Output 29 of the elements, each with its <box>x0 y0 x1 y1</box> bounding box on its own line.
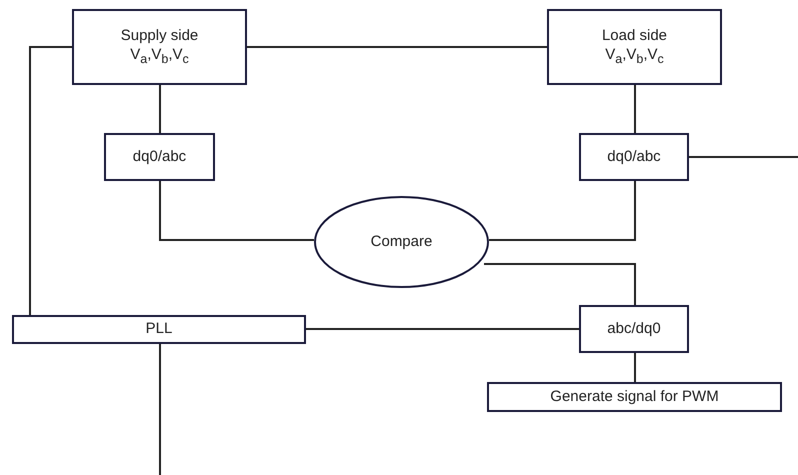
voltage-label: V$_{a}$,V$_{b}$,V$_{c}$ <box>605 46 664 68</box>
process-box <box>104 133 215 181</box>
node-label: dq0/abc <box>132 148 186 166</box>
process-box <box>12 315 306 344</box>
connector-line <box>489 181 636 241</box>
node-label: Supply side <box>120 26 198 46</box>
connector-line <box>29 46 72 315</box>
process-box <box>547 9 722 85</box>
connector-line <box>634 353 636 382</box>
voltage-label: V$_{a}$,V$_{b}$,V$_{c}$ <box>130 46 189 68</box>
node-label: PLL <box>146 320 172 339</box>
connector-line <box>689 156 798 158</box>
connector-line <box>634 85 636 133</box>
connector-line <box>159 85 161 133</box>
node-label: abc/dq0 <box>607 320 661 338</box>
connector-line <box>306 328 579 330</box>
connector-line <box>159 344 161 475</box>
node-label: Generate signal for PWM <box>550 388 719 406</box>
connector-line <box>159 181 314 241</box>
node-label: Compare <box>370 232 432 252</box>
process-box <box>579 133 689 181</box>
node-label: Load side <box>602 26 668 46</box>
connector-line <box>484 263 636 305</box>
comparator-ellipse <box>314 196 489 288</box>
connector-line <box>247 46 547 48</box>
process-box <box>579 305 689 353</box>
process-box <box>487 382 782 412</box>
process-box <box>72 9 247 85</box>
node-label: dq0/abc <box>607 148 661 166</box>
